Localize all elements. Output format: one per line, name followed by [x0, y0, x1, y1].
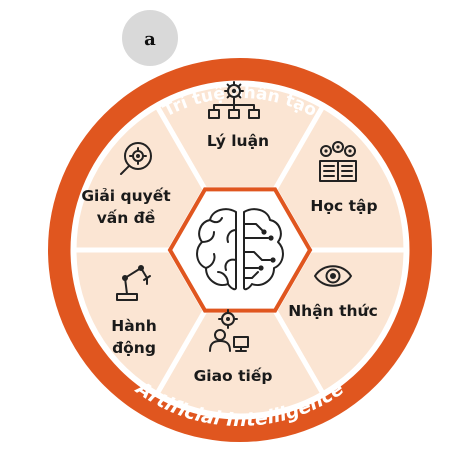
label-line: Học tập — [310, 197, 377, 215]
segments — [71, 81, 409, 419]
segment-action — [71, 247, 208, 397]
label-action: Hành động — [111, 317, 157, 357]
segment-communication — [154, 308, 326, 419]
label-reasoning: Lý luận — [207, 132, 269, 150]
person-gear-icon — [209, 309, 249, 352]
book-gears-icon — [319, 141, 357, 182]
figure-badge: a — [122, 10, 178, 66]
label-line: Giao tiếp — [194, 366, 273, 385]
eye-icon — [314, 265, 352, 287]
magnifier-gear-icon — [120, 142, 152, 175]
label-line: động — [112, 339, 156, 357]
label-line: Giải quyết — [81, 186, 171, 205]
badge-letter: a — [144, 29, 156, 50]
robot-arm-icon — [116, 265, 151, 301]
label-communication: Giao tiếp — [194, 366, 273, 385]
label-line: vấn đề — [97, 208, 156, 227]
center-hexagon — [167, 187, 313, 313]
segment-problem-solving — [71, 103, 208, 253]
brain-circuit-icon — [196, 208, 284, 291]
label-line: Lý luận — [207, 132, 269, 150]
segment-learning — [272, 103, 409, 253]
label-line: Hành — [111, 317, 157, 335]
label-line: Nhận thức — [288, 302, 378, 320]
segment-reasoning — [154, 81, 326, 192]
segment-perception — [272, 247, 409, 397]
label-problem-solving: Giải quyết vấn đề — [81, 186, 171, 227]
hierarchy-gear-icon — [208, 81, 260, 119]
label-learning: Học tập — [310, 197, 377, 215]
label-perception: Nhận thức — [288, 302, 378, 320]
